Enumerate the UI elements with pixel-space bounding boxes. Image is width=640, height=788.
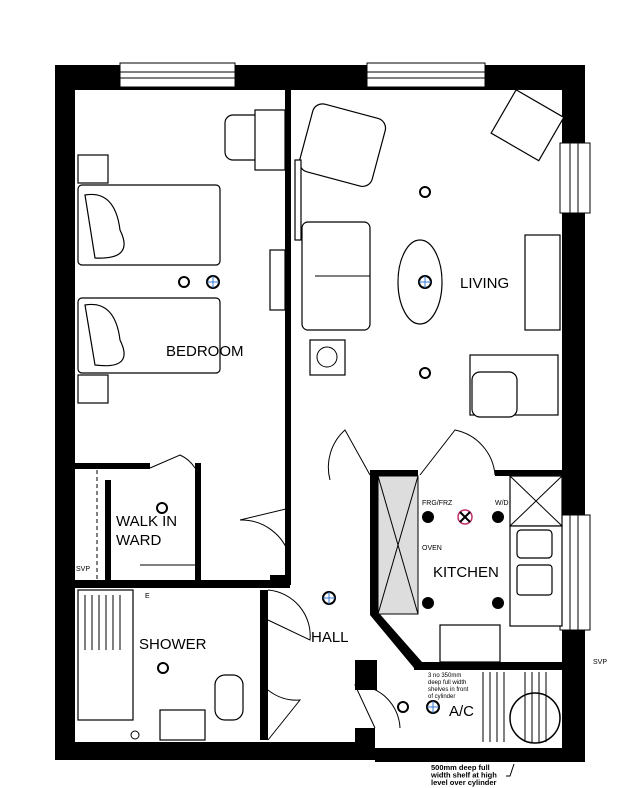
ac-cupboard-fittings — [482, 672, 561, 744]
bedroom-furniture — [77, 109, 286, 404]
label-fridge-freezer: FRG/FRZ — [422, 500, 453, 507]
svg-text:of cylinder: of cylinder — [428, 694, 455, 700]
wardrobe-fittings — [96, 470, 195, 580]
room-label-ac: A/C — [449, 703, 474, 720]
room-label-bedroom: BEDROOM — [166, 343, 244, 360]
label-washer-dryer: W/D — [495, 500, 509, 507]
room-label-shower: SHOWER — [139, 636, 207, 653]
svg-text:shelves in front: shelves in front — [428, 687, 469, 693]
label-svp-left: SVP — [76, 566, 90, 573]
room-label-kitchen: KITCHEN — [433, 564, 499, 581]
windows — [119, 62, 591, 631]
living-furniture — [294, 89, 565, 418]
kitchen-fittings — [377, 475, 563, 663]
doors — [149, 429, 496, 741]
label-svp-right: SVP — [593, 659, 607, 666]
svg-text:500mm deep full: 500mm deep full — [431, 763, 490, 772]
svg-text:deep full width: deep full width — [428, 680, 466, 686]
room-label-hall: HALL — [311, 629, 349, 646]
room-label-walk-in-ward-2: WARD — [116, 532, 161, 549]
shelves-note: 3 no 350mm deep full width shelves in fr… — [428, 673, 469, 700]
svg-text:width shelf at high: width shelf at high — [430, 771, 497, 780]
hot-water-cylinder — [509, 692, 561, 744]
label-electric: E — [145, 593, 150, 600]
shower-fittings — [77, 589, 244, 741]
svg-text:3 no 350mm: 3 no 350mm — [428, 673, 461, 679]
shelf-note: 500mm deep full width shelf at high leve… — [430, 763, 515, 787]
label-oven: OVEN — [422, 545, 442, 552]
light-fittings — [156, 186, 440, 714]
svg-text:level over cylinder: level over cylinder — [431, 778, 497, 787]
room-label-living: LIVING — [460, 275, 509, 292]
internal-walls — [75, 90, 564, 740]
room-label-walk-in-ward-1: WALK IN — [116, 513, 177, 530]
